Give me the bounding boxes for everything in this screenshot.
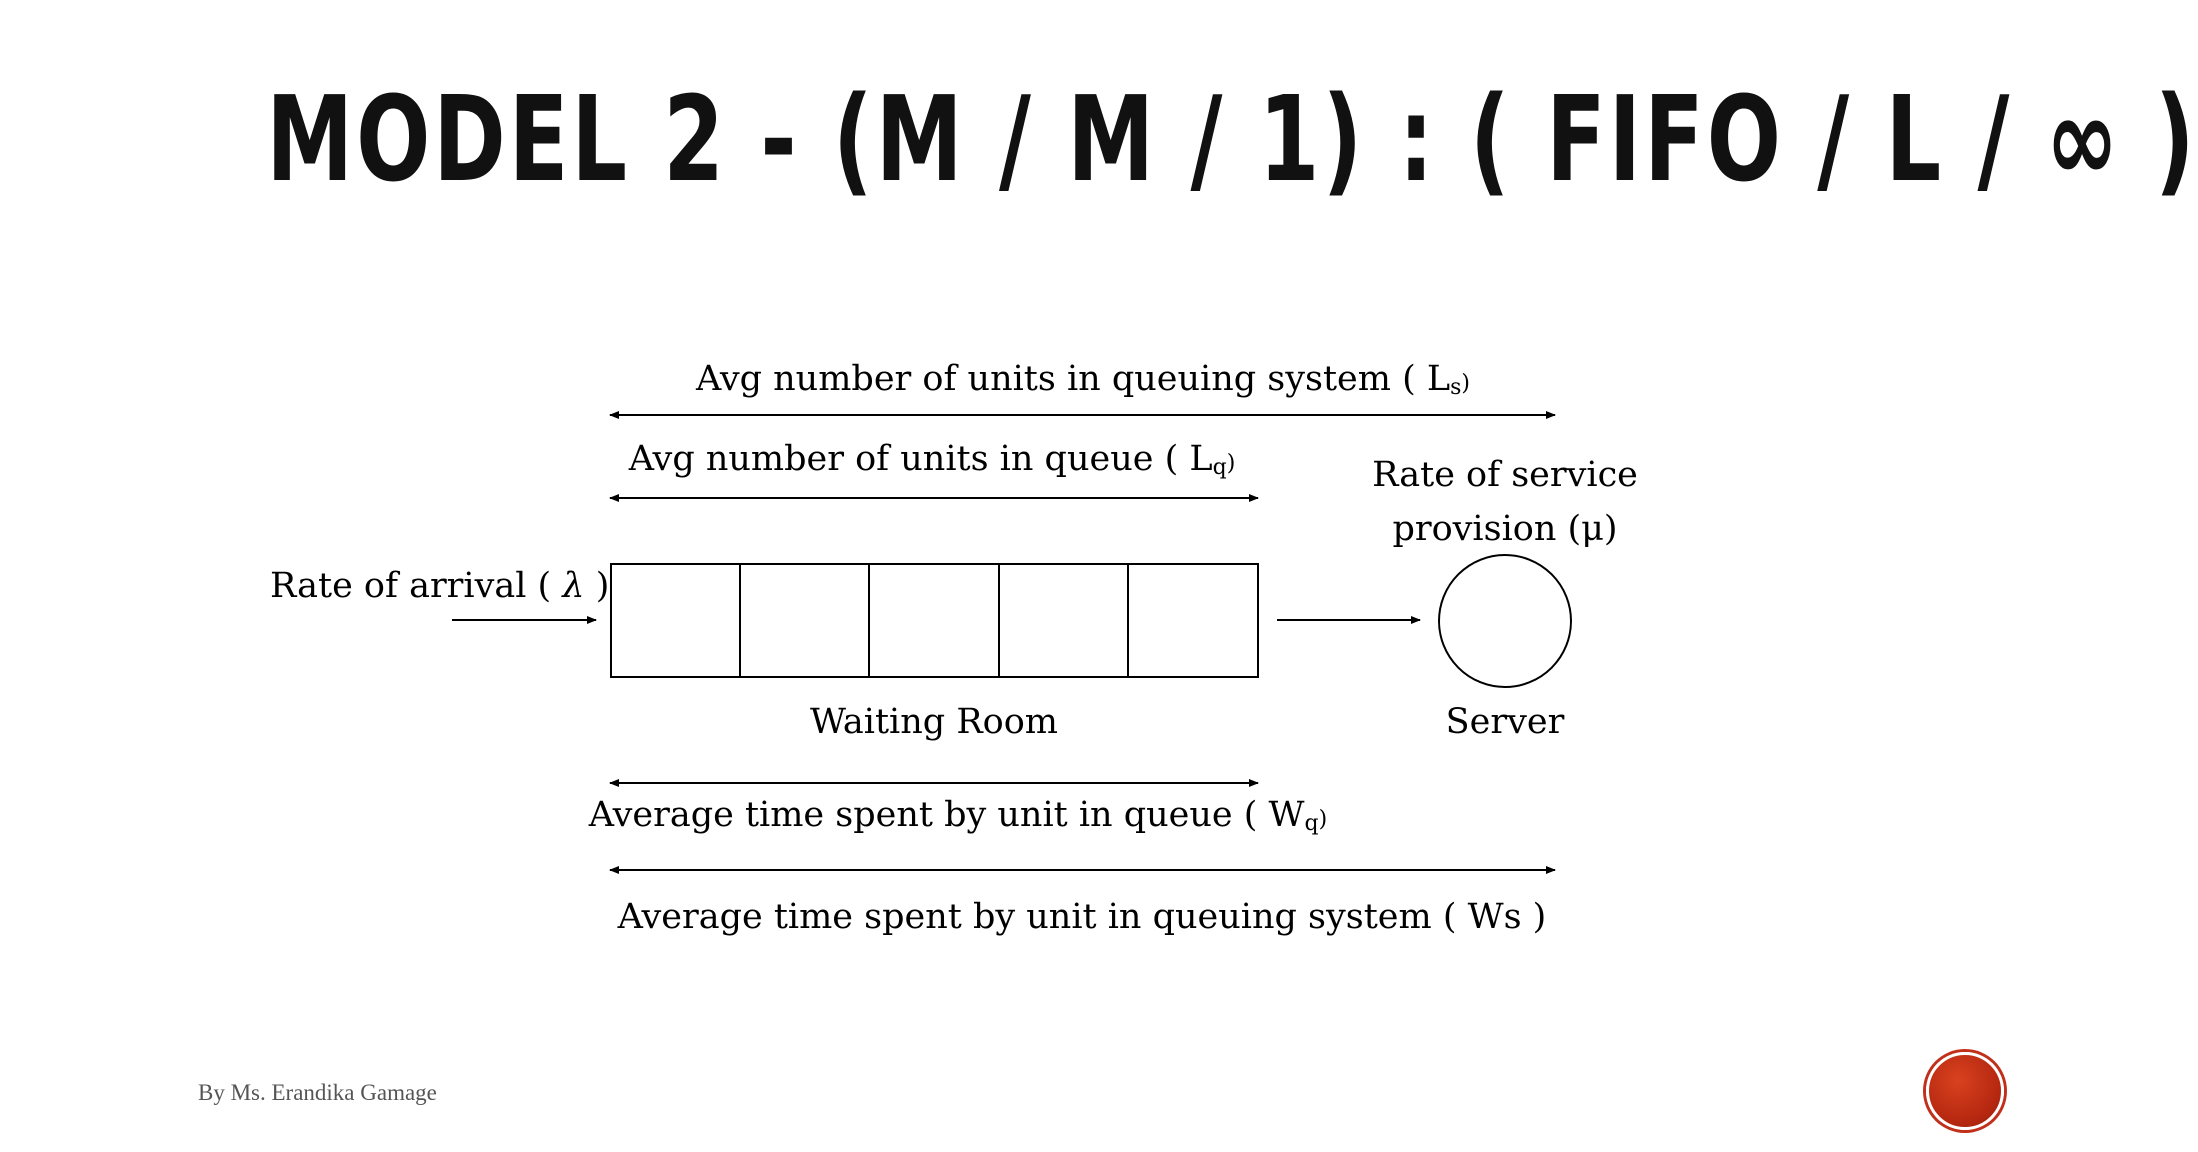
ls-subscript: s — [1450, 375, 1462, 400]
server-circle — [1438, 554, 1572, 688]
arrival-label-text: Rate of arrival ( — [270, 566, 552, 606]
wq-symbol: W — [1268, 795, 1305, 835]
lq-close: ) — [1226, 451, 1236, 476]
ws-label: Average time spent by unit in queuing sy… — [617, 897, 1547, 937]
service-rate-line1: Rate of service — [1372, 455, 1638, 495]
arrival-label: Rate of arrival ( λ ) — [270, 569, 609, 604]
lq-symbol: L — [1189, 439, 1213, 479]
lq-label-text: Avg number of units in queue ( — [628, 439, 1179, 479]
slide-badge-icon — [1926, 1052, 2004, 1130]
wq-label-text: Average time spent by unit in queue ( — [588, 795, 1258, 835]
queue-diagram — [452, 411, 1572, 874]
slide: MODEL 2 - (M / M / 1) : ( FIFO / L / ∞ ) — [198, 70, 2195, 1130]
lambda-symbol: λ — [562, 566, 585, 606]
service-rate-line2: provision (μ) — [1392, 509, 1618, 549]
ls-label: Avg number of units in queuing system ( … — [695, 359, 1471, 400]
waiting-room-box — [610, 563, 1259, 678]
server-label: Server — [1445, 702, 1565, 742]
lq-subscript: q — [1212, 455, 1227, 480]
arrival-close: ) — [595, 566, 610, 606]
ls-symbol: L — [1426, 359, 1451, 399]
waiting-room-label: Waiting Room — [809, 702, 1059, 742]
wq-subscript: q — [1304, 811, 1319, 836]
author-footer: By Ms. Erandika Gamage — [198, 1080, 437, 1105]
ls-close: ) — [1461, 371, 1471, 396]
lq-label: Avg number of units in queue ( Lq) — [628, 439, 1236, 480]
ls-label-text: Avg number of units in queuing system ( — [695, 359, 1416, 399]
wq-label: Average time spent by unit in queue ( Wq… — [588, 795, 1328, 836]
wq-close: ) — [1318, 807, 1328, 832]
